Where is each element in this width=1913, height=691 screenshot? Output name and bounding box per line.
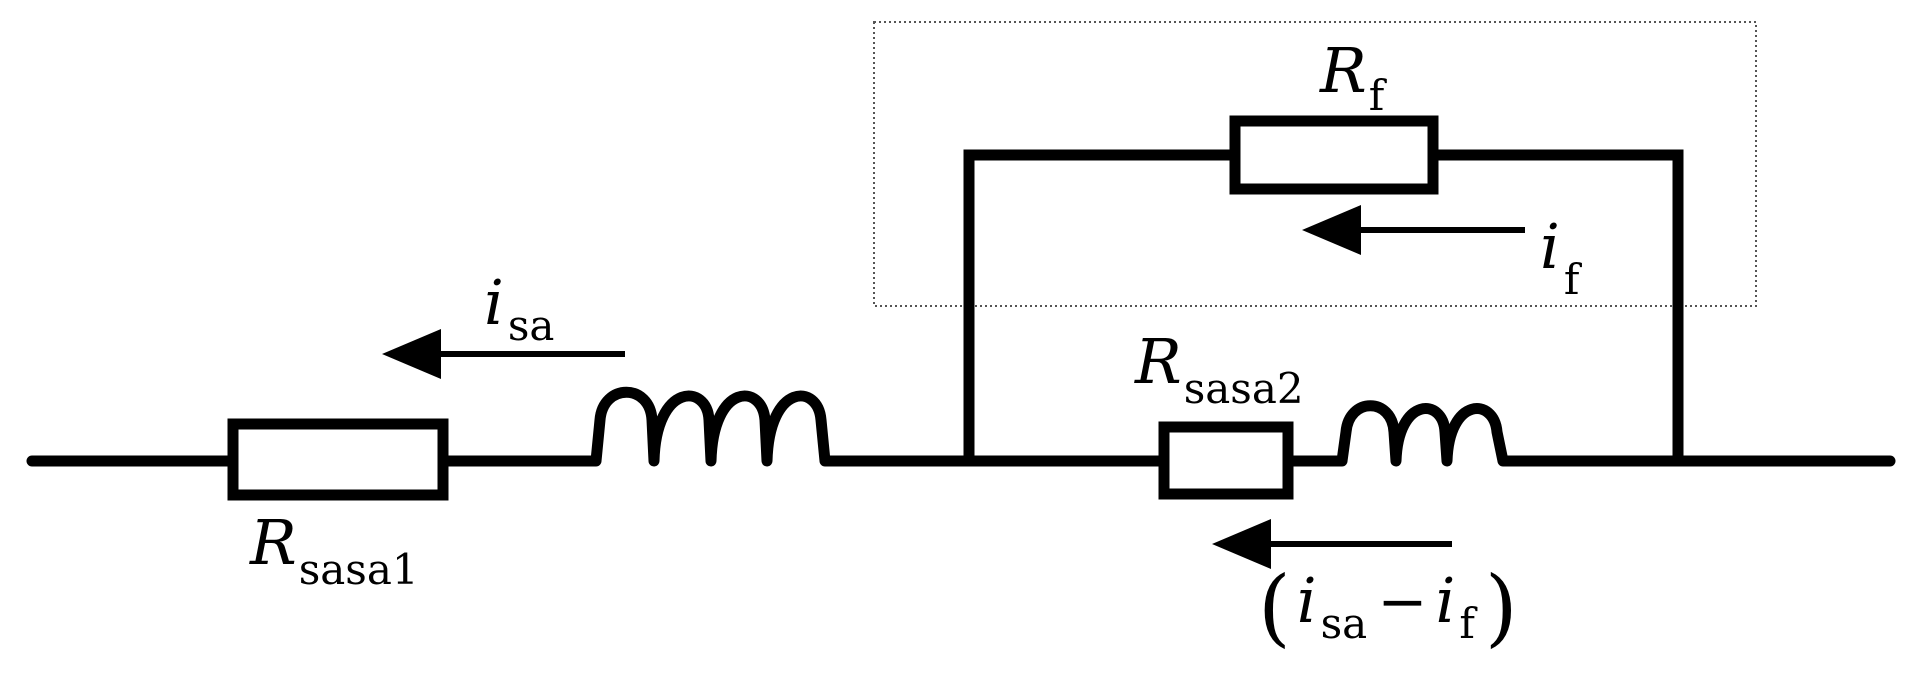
label-r-f: Rf bbox=[1319, 34, 1388, 120]
arrow-i-sa-minus-i-f bbox=[1212, 519, 1452, 569]
label-i-f: if bbox=[1540, 210, 1583, 304]
inductor-2 bbox=[1336, 400, 1509, 467]
parallel-branch-wire bbox=[963, 149, 1684, 461]
resistor-r-sasa1 bbox=[227, 418, 449, 501]
label-r-sasa2: Rsasa2 bbox=[1134, 325, 1304, 413]
resistor-r-sasa2 bbox=[1158, 421, 1294, 500]
label-r-sasa1: Rsasa1 bbox=[249, 506, 419, 594]
inductor-1 bbox=[590, 386, 831, 467]
label-i-sa: isa bbox=[484, 266, 554, 350]
arrow-i-f bbox=[1302, 205, 1525, 255]
label-i-sa-minus-i-f: (isa−if) bbox=[1258, 558, 1518, 656]
resistor-r-f bbox=[1229, 115, 1439, 195]
fault-branch-dotted-box bbox=[873, 21, 1757, 307]
arrow-i-sa bbox=[382, 329, 625, 379]
